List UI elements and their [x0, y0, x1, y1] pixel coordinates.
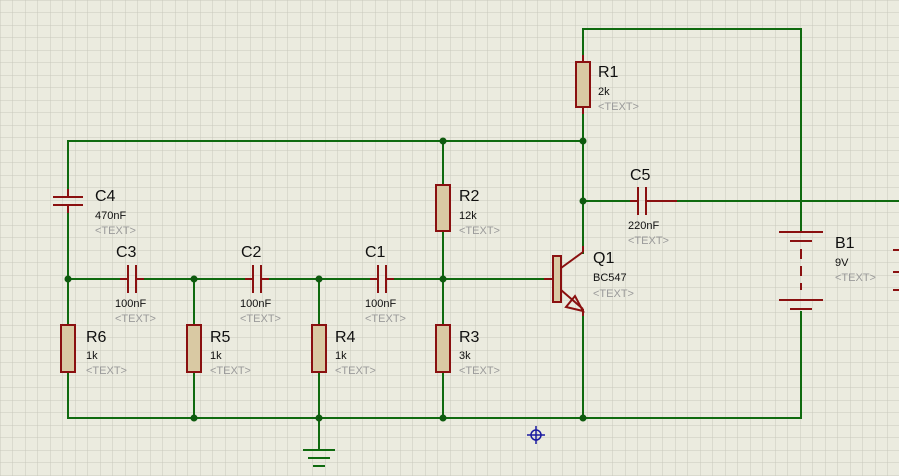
collector-lead	[560, 251, 584, 269]
resistor-r5[interactable]: R5 1k <TEXT>	[186, 324, 251, 377]
ref-label: C1	[365, 244, 386, 261]
resistor-r4[interactable]: R4 1k <TEXT>	[311, 324, 376, 377]
value-label: 1k	[210, 350, 222, 362]
ref-label: R1	[598, 64, 619, 81]
ref-label: R3	[459, 329, 480, 346]
value-label: 100nF	[115, 298, 146, 310]
text-placeholder: <TEXT>	[628, 235, 669, 247]
value-label: 470nF	[95, 210, 126, 222]
text-placeholder: <TEXT>	[335, 365, 376, 377]
ref-label: R2	[459, 188, 480, 205]
text-placeholder: <TEXT>	[459, 365, 500, 377]
text-placeholder: <TEXT>	[365, 313, 406, 325]
junction-dot	[64, 275, 72, 283]
ref-label: C2	[241, 244, 262, 261]
battery-b1[interactable]: B1 9V <TEXT>	[779, 231, 876, 310]
ref-label: Q1	[593, 250, 614, 267]
junction-dot	[439, 275, 447, 283]
ref-label: C4	[95, 188, 116, 205]
ref-label: C3	[116, 244, 137, 261]
junction-dot	[579, 414, 587, 422]
resistor-r6[interactable]: R6 1k <TEXT>	[60, 324, 127, 377]
junctions	[64, 137, 587, 422]
junction-dot	[315, 414, 323, 422]
capacitor-c1[interactable]: C1 100nF <TEXT>	[365, 244, 406, 325]
transistor-base-bar	[552, 255, 562, 303]
text-placeholder: <TEXT>	[459, 225, 500, 237]
junction-dot	[190, 275, 198, 283]
emitter-arrow	[564, 294, 585, 313]
resistor-r2[interactable]: R2 12k <TEXT>	[435, 184, 500, 237]
wires	[67, 28, 899, 451]
crosshair-cursor-icon	[527, 426, 545, 444]
value-label: 3k	[459, 350, 471, 362]
junction-dot	[439, 414, 447, 422]
text-placeholder: <TEXT>	[86, 365, 127, 377]
offscreen-component-edge	[893, 249, 899, 291]
resistor-r1[interactable]: R1 2k <TEXT>	[575, 55, 639, 114]
ref-label: R5	[210, 329, 231, 346]
ref-label: R6	[86, 329, 107, 346]
value-label: BC547	[593, 272, 627, 284]
resistor-body	[435, 184, 451, 232]
value-label: 9V	[835, 257, 849, 269]
ref-label: C5	[630, 167, 651, 184]
junction-dot	[190, 414, 198, 422]
capacitor-c4[interactable]: C4 470nF <TEXT>	[53, 188, 136, 237]
text-placeholder: <TEXT>	[210, 365, 251, 377]
value-label: 12k	[459, 210, 477, 222]
resistor-body	[311, 324, 327, 373]
junction-dot	[579, 197, 587, 205]
text-placeholder: <TEXT>	[240, 313, 281, 325]
value-label: 1k	[335, 350, 347, 362]
value-label: 2k	[598, 86, 610, 98]
resistor-r3[interactable]: R3 3k <TEXT>	[435, 324, 500, 377]
capacitor-c2[interactable]: C2 100nF <TEXT>	[240, 244, 281, 325]
junction-dot	[579, 137, 587, 145]
junction-dot	[439, 137, 447, 145]
value-label: 220nF	[628, 220, 659, 232]
value-label: 100nF	[240, 298, 271, 310]
resistor-body	[435, 324, 451, 373]
value-label: 1k	[86, 350, 98, 362]
ref-label: B1	[835, 235, 855, 252]
text-placeholder: <TEXT>	[593, 288, 634, 300]
capacitor-c3[interactable]: C3 100nF <TEXT>	[115, 244, 156, 325]
ref-label: R4	[335, 329, 356, 346]
capacitor-c5[interactable]: C5 220nF <TEXT>	[628, 167, 677, 247]
junction-dot	[315, 275, 323, 283]
ground-symbol[interactable]	[303, 449, 335, 467]
resistor-body	[186, 324, 202, 373]
text-placeholder: <TEXT>	[115, 313, 156, 325]
resistor-body	[575, 61, 591, 108]
value-label: 100nF	[365, 298, 396, 310]
text-placeholder: <TEXT>	[95, 225, 136, 237]
transistor-q1[interactable]: Q1 BC547 <TEXT>	[544, 246, 634, 316]
text-placeholder: <TEXT>	[598, 101, 639, 113]
text-placeholder: <TEXT>	[835, 272, 876, 284]
resistor-body	[60, 324, 76, 373]
